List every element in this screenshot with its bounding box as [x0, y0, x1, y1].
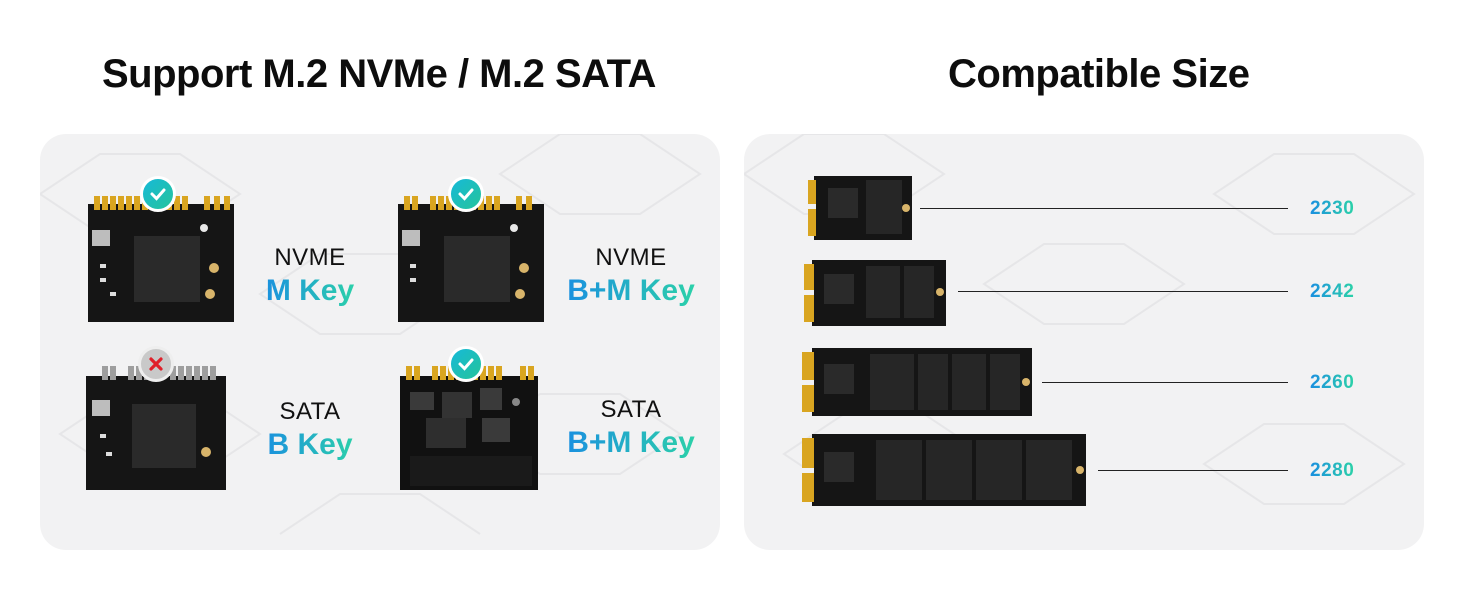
- cross-icon: [138, 346, 174, 382]
- size-label-2260: 2260: [1310, 372, 1355, 393]
- key-type-label: B+M Key: [564, 426, 698, 460]
- size-label-2242: 2242: [1310, 281, 1355, 302]
- ssd-2242-image: [804, 260, 946, 326]
- compatible-size-panel: 2230 2242 2260: [744, 134, 1424, 550]
- interface-support-panel: NVME M Key: [40, 134, 720, 550]
- key-type-label: B Key: [262, 428, 358, 462]
- leader-line-2242: [958, 291, 1288, 292]
- card-label-sata-b-key: SATA B Key: [262, 398, 358, 462]
- m2-nvme-m-key-drive-image: [88, 196, 234, 322]
- ssd-2260-image: [802, 348, 1032, 416]
- key-type-label: B+M Key: [564, 274, 698, 308]
- support-heading: Support M.2 NVMe / M.2 SATA: [102, 52, 656, 96]
- size-label-2280: 2280: [1310, 460, 1355, 481]
- compatible-size-heading: Compatible Size: [948, 52, 1250, 96]
- interface-type-label: NVME: [595, 244, 667, 271]
- interface-type-label: SATA: [279, 398, 341, 425]
- size-label-2230: 2230: [1310, 198, 1355, 219]
- ssd-2230-image: [808, 176, 912, 240]
- leader-line-2230: [920, 208, 1288, 209]
- check-icon: [140, 176, 176, 212]
- leader-line-2280: [1098, 470, 1288, 471]
- interface-type-label: NVME: [274, 244, 346, 271]
- card-label-nvme-bm-key: NVME B+M Key: [564, 244, 698, 308]
- card-label-sata-bm-key: SATA B+M Key: [564, 396, 698, 460]
- m2-sata-bm-key-drive-image: [400, 366, 538, 490]
- leader-line-2260: [1042, 382, 1288, 383]
- check-icon: [448, 346, 484, 382]
- check-icon: [448, 176, 484, 212]
- m2-sata-b-key-drive-image: [86, 366, 226, 490]
- card-label-nvme-m-key: NVME M Key: [262, 244, 358, 308]
- ssd-2280-image: [802, 434, 1086, 506]
- key-type-label: M Key: [262, 274, 358, 308]
- interface-type-label: SATA: [600, 396, 662, 423]
